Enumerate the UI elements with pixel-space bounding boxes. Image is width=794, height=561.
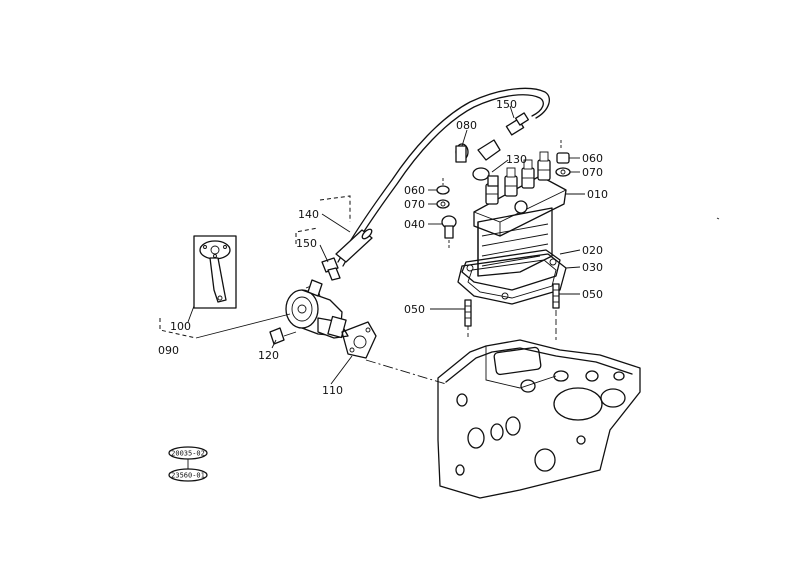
label-040: 040: [404, 218, 425, 231]
label-090: 090: [158, 344, 179, 357]
label-050-left: 050: [404, 303, 425, 316]
label-110: 110: [322, 384, 343, 397]
fuel-hose: [337, 87, 551, 267]
injection-pump: [457, 151, 567, 305]
label-100: 100: [170, 320, 191, 333]
label-070-left: 070: [404, 198, 425, 211]
washers-right: [555, 152, 571, 177]
ref-top-text: 20035-02: [171, 450, 205, 458]
feed-pump: [269, 279, 377, 359]
washers-left: [436, 185, 450, 209]
leader-lines: [187, 105, 585, 385]
label-150-top: 150: [496, 98, 517, 111]
ref-badge-bottom: [168, 468, 208, 482]
hose-140: [295, 195, 373, 281]
center-lines: [365, 140, 562, 385]
label-060-right: 060: [582, 152, 603, 165]
reference-badges: 20035-02 23560-01: [168, 446, 208, 482]
label-070-right: 070: [582, 166, 603, 179]
part-labels: 150 080 130 060 070 010 060 070 040 020 …: [158, 98, 608, 397]
label-130: 130: [506, 153, 527, 166]
engine-block: [437, 339, 641, 499]
label-010: 010: [587, 188, 608, 201]
label-140: 140: [298, 208, 319, 221]
ref-bottom-text: 23560-01: [171, 472, 205, 480]
label-120: 120: [258, 349, 279, 362]
label-150-left: 150: [296, 237, 317, 250]
bolt-040: [441, 215, 457, 239]
label-060-left: 060: [404, 184, 425, 197]
label-020: 020: [582, 244, 603, 257]
label-050-right: 050: [582, 288, 603, 301]
label-030: 030: [582, 261, 603, 274]
label-080: 080: [456, 119, 477, 132]
part-100-inset: [159, 235, 237, 339]
